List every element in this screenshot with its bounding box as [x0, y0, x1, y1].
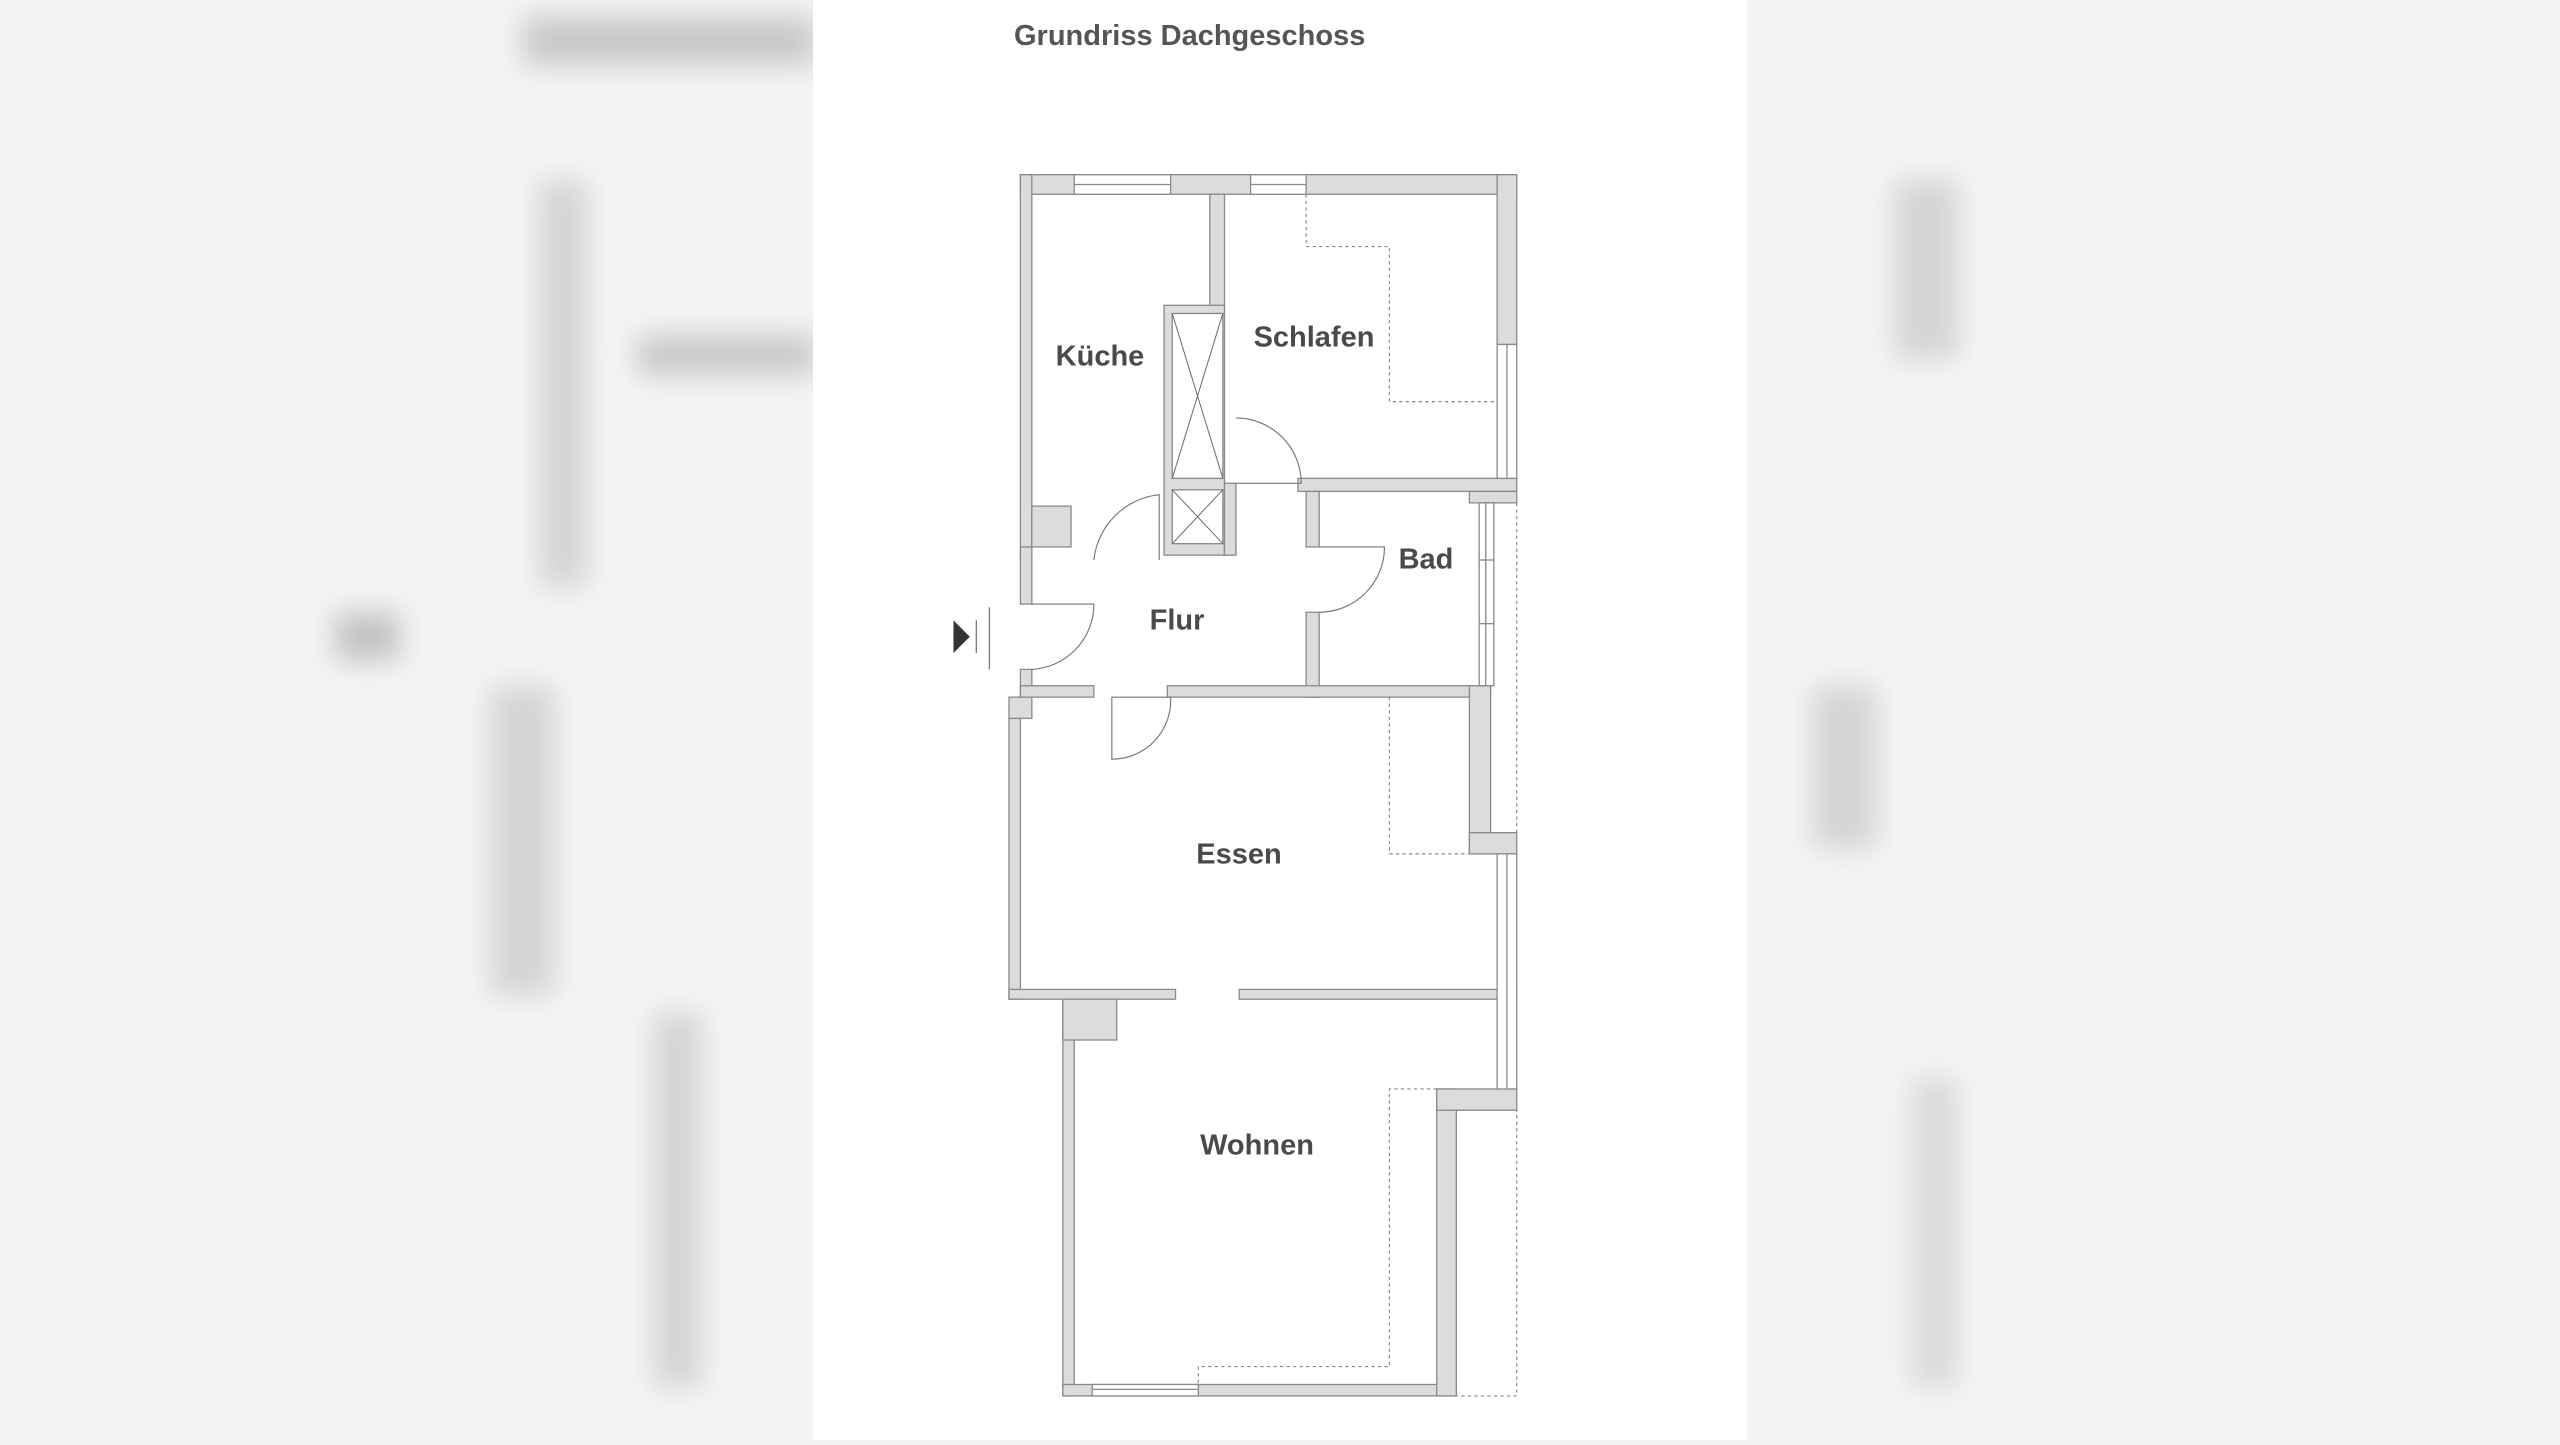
room-label-kueche: Küche	[1055, 340, 1145, 373]
wall-bad-left-top	[1305, 490, 1320, 548]
room-label-flur: Flur	[1149, 604, 1205, 637]
room-label-essen: Essen	[1196, 838, 1282, 871]
room-label-wohnen: Wohnen	[1200, 1129, 1314, 1162]
wall-flur-essen-left	[1019, 685, 1095, 698]
wall-essen-wohnen-right	[1238, 988, 1518, 1000]
room-label-bad: Bad	[1398, 543, 1454, 576]
wall-flur-left-top	[1019, 546, 1033, 605]
plan-title: Grundriss Dachgeschoss	[1014, 20, 1366, 52]
wall-essen-wohnen-left	[1008, 988, 1177, 1000]
wall-corner-block	[1031, 505, 1072, 548]
door-swings	[1031, 417, 1386, 760]
wall-wohnen-right	[1436, 1088, 1457, 1397]
wall-flur-essen-right	[1166, 685, 1492, 698]
wall-right-upper	[1496, 174, 1518, 346]
wall-wohnen-left	[1062, 998, 1075, 1397]
wall-left-kueche	[1019, 174, 1033, 561]
window	[1478, 502, 1495, 687]
window	[1091, 1383, 1200, 1397]
entrance-arrow-icon	[953, 620, 970, 654]
floorplan-panel	[813, 0, 1747, 1440]
wall-bad-left-bottom	[1305, 611, 1320, 698]
wall-kueche-schlafen	[1209, 193, 1226, 310]
wall-schlafen-bottom	[1297, 477, 1518, 493]
wall-essen-left	[1008, 717, 1022, 1000]
room-label-schlafen: Schlafen	[1253, 321, 1375, 354]
